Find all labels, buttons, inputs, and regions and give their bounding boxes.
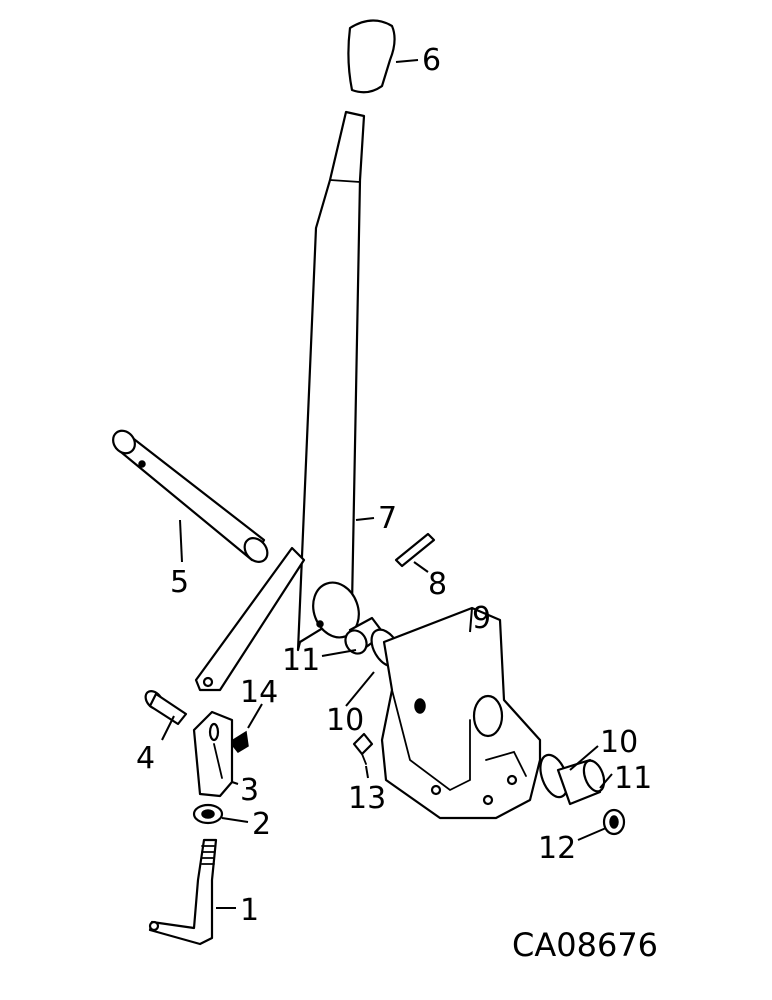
part-12-snap-ring (602, 808, 626, 836)
callout-7: 7 (378, 501, 397, 536)
callout-13: 13 (348, 781, 386, 816)
callout-11-left: 11 (282, 643, 320, 678)
part-13-grease-fitting (352, 732, 374, 765)
callout-10-right: 10 (600, 725, 638, 760)
callout-2: 2 (252, 807, 271, 842)
callout-11-right: 11 (614, 761, 652, 796)
callout-12: 12 (538, 831, 576, 866)
leader-lines (161, 59, 613, 909)
part-7-lever (194, 110, 366, 692)
drawing-code: CA08676 (512, 926, 658, 964)
callout-5: 5 (170, 565, 189, 600)
part-8-roll-pin (394, 532, 436, 568)
callout-3: 3 (240, 773, 259, 808)
part-4-clevis-pin (144, 690, 188, 726)
callout-9: 9 (472, 601, 491, 636)
callout-10-left: 10 (326, 703, 364, 738)
part-5-pin (112, 429, 269, 563)
callout-6: 6 (422, 43, 441, 78)
part-11-bushing-left (344, 616, 386, 655)
part-2-nut (192, 803, 224, 825)
callout-4: 4 (136, 741, 155, 776)
part-6-knob (347, 19, 396, 94)
part-3-clevis (192, 710, 234, 798)
part-11-bushing-right (556, 758, 606, 806)
part-9-bracket (380, 606, 542, 820)
callout-1: 1 (240, 893, 259, 928)
part-14-cotter (228, 730, 249, 753)
callout-14: 14 (240, 675, 278, 710)
part-1-rod (148, 838, 218, 946)
callout-8: 8 (428, 567, 447, 602)
